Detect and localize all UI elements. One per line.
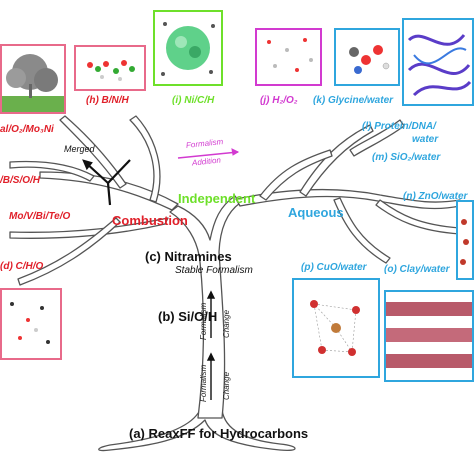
trunk-arrows bbox=[206, 290, 216, 400]
inset-bnh bbox=[74, 45, 146, 91]
label-n-zno: (n) ZnO/water bbox=[403, 191, 468, 202]
formalism-change-upper-1: Formalism bbox=[199, 302, 208, 340]
label-e-movbiteo: Mo/V/Bi/Te/O bbox=[9, 211, 71, 222]
label-f-bsoh: /B/S/O/H bbox=[0, 175, 41, 186]
label-d-cho: (d) C/H/O bbox=[0, 261, 44, 272]
branch-combustion bbox=[39, 171, 179, 211]
label-l-water: water bbox=[412, 134, 439, 145]
branch-left-top bbox=[129, 115, 161, 203]
branch-left-down bbox=[17, 217, 121, 286]
label-o-clay: (o) Clay/water bbox=[384, 264, 450, 275]
formalism-change-lower-2: Change bbox=[222, 371, 231, 400]
inset-protein bbox=[402, 18, 474, 106]
inset-al-o2 bbox=[0, 44, 66, 114]
inset-glycine bbox=[334, 28, 400, 86]
branch-right-top bbox=[259, 149, 333, 201]
label-independent: Independent bbox=[178, 191, 256, 206]
tree-roots bbox=[98, 409, 296, 452]
label-l-protein: (l) Protein/DNA/ bbox=[362, 121, 436, 132]
zno-thumbnail bbox=[460, 219, 469, 265]
inset-ni-ch bbox=[153, 10, 223, 86]
label-i-nich: (i) Ni/C/H bbox=[172, 95, 215, 106]
merged-arrows bbox=[82, 159, 131, 206]
protein-thumbnail bbox=[407, 33, 472, 97]
branch-left-up2 bbox=[9, 160, 95, 182]
branch-right-down bbox=[333, 197, 391, 264]
h2-o2-thumbnail bbox=[267, 38, 313, 72]
cuo-thumbnail bbox=[310, 300, 360, 356]
glycine-thumbnail bbox=[349, 45, 390, 74]
label-nitramines: (c) Nitramines bbox=[145, 249, 232, 264]
branch-left-low bbox=[9, 217, 169, 239]
al-o2-thumbnail bbox=[2, 54, 64, 112]
label-j-h2o2: (j) H₂/O₂ bbox=[260, 95, 298, 106]
inset-cho bbox=[0, 288, 62, 360]
label-k-glycine: (k) Glycine/water bbox=[313, 95, 394, 106]
branch-right-up2 bbox=[349, 119, 405, 157]
inset-cuo bbox=[292, 278, 380, 378]
ni-ch-thumbnail bbox=[161, 22, 215, 76]
inset-clay bbox=[384, 290, 474, 382]
formalism-change-upper-2: Change bbox=[222, 309, 231, 338]
inset-h2-o2 bbox=[255, 28, 322, 86]
clay-thumbnail bbox=[386, 302, 472, 368]
label-combustion: Combustion bbox=[112, 213, 188, 228]
cho-thumbnail bbox=[10, 302, 50, 344]
label-stable-formalism: Stable Formalism bbox=[175, 265, 253, 276]
formalism-change-lower-1: Formalism bbox=[199, 364, 208, 402]
branch-left-up1 bbox=[59, 115, 127, 189]
tree-trunk bbox=[169, 195, 241, 419]
label-si-o-h: (b) Si/O/H bbox=[158, 309, 218, 324]
label-m-sio2: (m) SiO₂/water bbox=[372, 152, 441, 163]
inset-zno bbox=[456, 200, 474, 280]
formalism-addition-arrow bbox=[177, 151, 239, 159]
label-merged: Merged bbox=[64, 144, 95, 154]
label-hydrocarbons: (a) ReaxFF for Hydrocarbons bbox=[129, 426, 309, 441]
branch-right-up bbox=[299, 124, 374, 197]
label-g-al-o2: al/O₂/Mo₃Ni bbox=[0, 124, 54, 135]
label-p-cuo: (p) CuO/water bbox=[301, 262, 367, 273]
label-aqueous: Aqueous bbox=[288, 205, 344, 220]
bnh-thumbnail bbox=[87, 60, 135, 81]
label-h-bnh: (h) B/N/H bbox=[86, 95, 129, 106]
